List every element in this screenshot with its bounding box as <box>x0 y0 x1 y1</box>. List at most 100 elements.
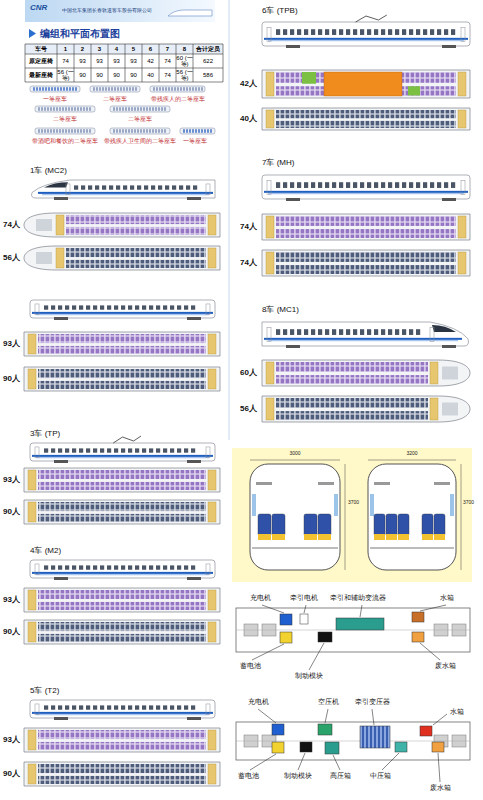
header-banner <box>25 0 215 22</box>
service-area <box>302 72 316 84</box>
light-stripe <box>36 714 209 716</box>
equipment-label: 中压箱 <box>370 772 391 780</box>
seat-block <box>38 776 206 784</box>
mini-seat <box>36 87 38 91</box>
mini-seat <box>153 87 155 91</box>
seat-block <box>276 252 456 262</box>
window <box>450 494 454 516</box>
window <box>58 448 62 452</box>
table-cell: 93 <box>91 54 108 68</box>
mini-seat <box>77 107 79 111</box>
mini-seat <box>131 129 133 133</box>
window <box>311 329 315 335</box>
window <box>44 705 48 709</box>
window <box>114 705 118 709</box>
window <box>346 329 350 335</box>
seat-back <box>304 514 317 536</box>
vestibule <box>208 470 216 490</box>
table-cell: 3 <box>91 44 108 54</box>
mini-seat <box>134 129 136 133</box>
bogie <box>187 460 201 463</box>
seat-count: 90人 <box>3 627 20 636</box>
dimension-line <box>345 464 346 570</box>
table-cell: 原定座椅 <box>25 54 57 68</box>
seat-count: 56人 <box>240 404 257 413</box>
table-cell: 最新座椅 <box>25 68 57 82</box>
window <box>51 448 55 452</box>
car-outline <box>24 500 220 524</box>
table-cell: 60 (一等) <box>176 54 193 68</box>
mini-seat <box>189 129 191 133</box>
vestibule <box>266 398 274 420</box>
window <box>58 705 62 709</box>
seat-block <box>276 216 456 226</box>
luggage-rack <box>256 482 272 485</box>
window <box>121 565 125 569</box>
door <box>267 180 271 194</box>
mini-seat <box>143 129 145 133</box>
car-outline <box>24 246 220 270</box>
table-rule <box>193 44 194 82</box>
equipment-label: 废水箱 <box>430 784 451 792</box>
vestibule <box>458 72 466 96</box>
window <box>149 448 153 452</box>
mini-seat <box>174 87 176 91</box>
mini-seat <box>201 129 203 133</box>
table-rule <box>25 68 223 69</box>
bogie <box>442 345 456 348</box>
mini-seat <box>71 129 73 133</box>
door <box>35 304 39 315</box>
seat-block <box>38 381 206 389</box>
section-panel <box>232 448 472 582</box>
window <box>409 182 413 188</box>
window <box>72 305 76 309</box>
vestibule <box>266 216 274 238</box>
seat-block <box>38 590 206 599</box>
mini-seat <box>116 107 118 111</box>
seat-cushion <box>374 534 385 540</box>
window <box>381 29 385 35</box>
bogie <box>187 577 201 580</box>
blue-stripe <box>32 572 213 574</box>
window <box>74 185 78 189</box>
window <box>276 182 280 188</box>
table-cell: 90 <box>125 68 142 82</box>
mini-seat <box>207 129 209 133</box>
seat-block <box>66 248 206 257</box>
window <box>128 705 132 709</box>
window <box>444 182 448 188</box>
mini-seat <box>155 129 157 133</box>
window <box>339 29 343 35</box>
blue-stripe <box>32 455 213 457</box>
window <box>135 305 139 309</box>
mini-seat <box>102 87 104 91</box>
mini-seat <box>128 129 130 133</box>
table-cell: 56 (一等) <box>176 68 193 82</box>
window <box>297 329 301 335</box>
equipment-label: 水箱 <box>450 708 464 716</box>
car-body <box>30 443 215 461</box>
blue-stripe <box>38 192 213 194</box>
car-body <box>262 322 469 346</box>
car-type-caption: 一等座车 <box>183 138 207 144</box>
window <box>100 448 104 452</box>
car-side-view <box>262 322 469 348</box>
mini-seat <box>99 87 101 91</box>
seat-back <box>374 514 385 536</box>
luggage-rack <box>318 482 334 485</box>
window <box>158 185 162 189</box>
window <box>416 182 420 188</box>
window <box>318 29 322 35</box>
bogie <box>442 45 456 48</box>
mini-seat <box>80 129 82 133</box>
vestibule <box>458 252 466 274</box>
window <box>65 705 69 709</box>
brake-module-box <box>300 742 312 752</box>
mini-seat <box>39 87 41 91</box>
mini-seat <box>192 129 194 133</box>
mini-seat <box>63 87 65 91</box>
blue-stripe <box>264 38 468 40</box>
vestibule <box>208 764 216 784</box>
window <box>121 305 125 309</box>
seat-block <box>276 121 456 128</box>
